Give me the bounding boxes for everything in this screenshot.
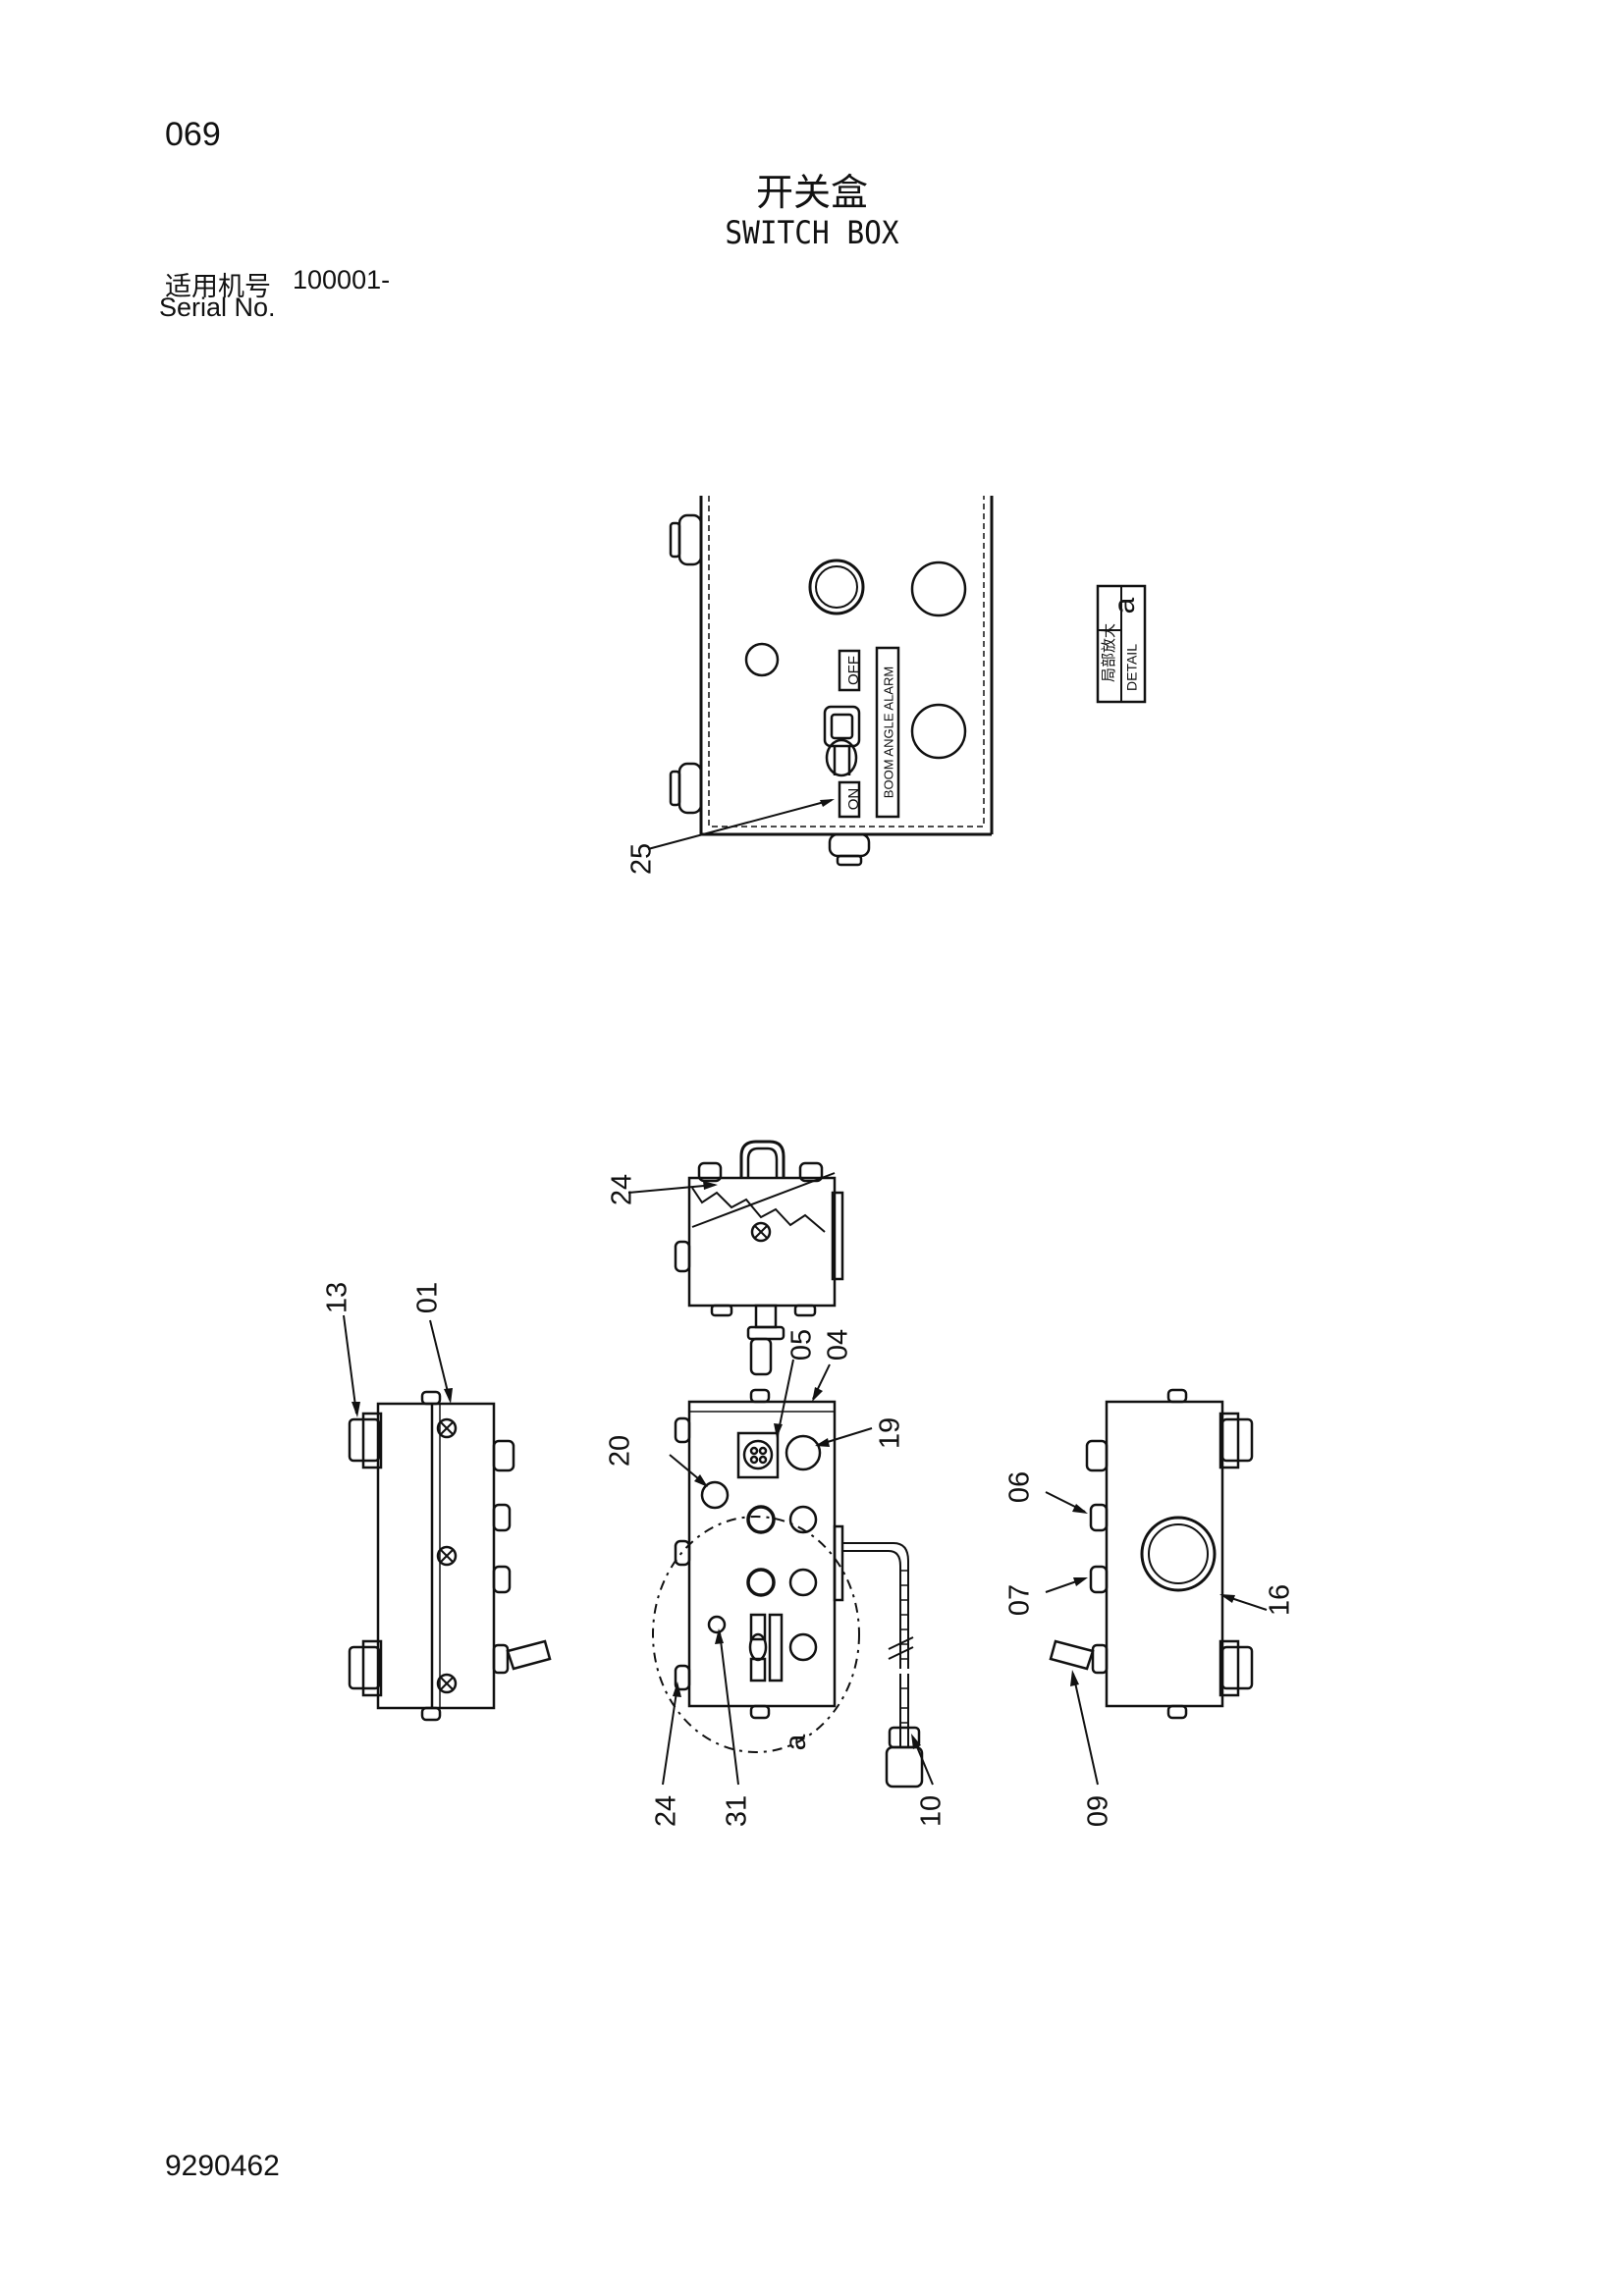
callout-05: 05 xyxy=(786,1329,818,1361)
callout-24-top: 24 xyxy=(607,1174,638,1205)
callout-04: 04 xyxy=(823,1329,854,1361)
callout-20: 20 xyxy=(605,1435,636,1467)
boom-angle-alarm-label: BOOM ANGLE ALARM xyxy=(881,667,895,798)
detail-label-chinese: 局部放大 xyxy=(1101,623,1117,682)
callout-13: 13 xyxy=(322,1282,353,1313)
callout-25: 25 xyxy=(626,843,658,875)
callout-19: 19 xyxy=(875,1417,906,1449)
callout-10: 10 xyxy=(916,1795,947,1827)
page-number: 069 xyxy=(165,116,221,153)
detail-view-a xyxy=(647,496,994,867)
callout-24-front: 24 xyxy=(651,1795,682,1827)
switch-off-label: OFF xyxy=(845,656,862,685)
detail-letter: a xyxy=(1109,597,1141,614)
left-side-view xyxy=(343,1314,552,1722)
switch-on-label: ON xyxy=(845,788,862,811)
callout-09: 09 xyxy=(1083,1795,1114,1827)
callout-31: 31 xyxy=(722,1795,753,1827)
callout-16: 16 xyxy=(1265,1584,1296,1616)
serial-label-english: Serial No. xyxy=(159,293,276,322)
title-chinese: 开关盒 xyxy=(755,171,868,214)
callout-01: 01 xyxy=(412,1282,444,1313)
document-number: 9290462 xyxy=(165,2150,280,2182)
callout-06: 06 xyxy=(1004,1471,1036,1503)
right-side-view xyxy=(1045,1388,1268,1786)
detail-a-marker: a xyxy=(780,1734,812,1750)
serial-label-chinese: 适用机号 xyxy=(165,272,271,302)
front-view xyxy=(652,1359,934,1789)
title-english: SWITCH BOX xyxy=(725,214,899,251)
serial-value: 100001- xyxy=(293,265,391,294)
callout-07: 07 xyxy=(1004,1584,1036,1616)
top-view xyxy=(627,1140,844,1376)
detail-box xyxy=(1096,584,1147,704)
detail-label-english: DETAIL xyxy=(1124,644,1140,691)
